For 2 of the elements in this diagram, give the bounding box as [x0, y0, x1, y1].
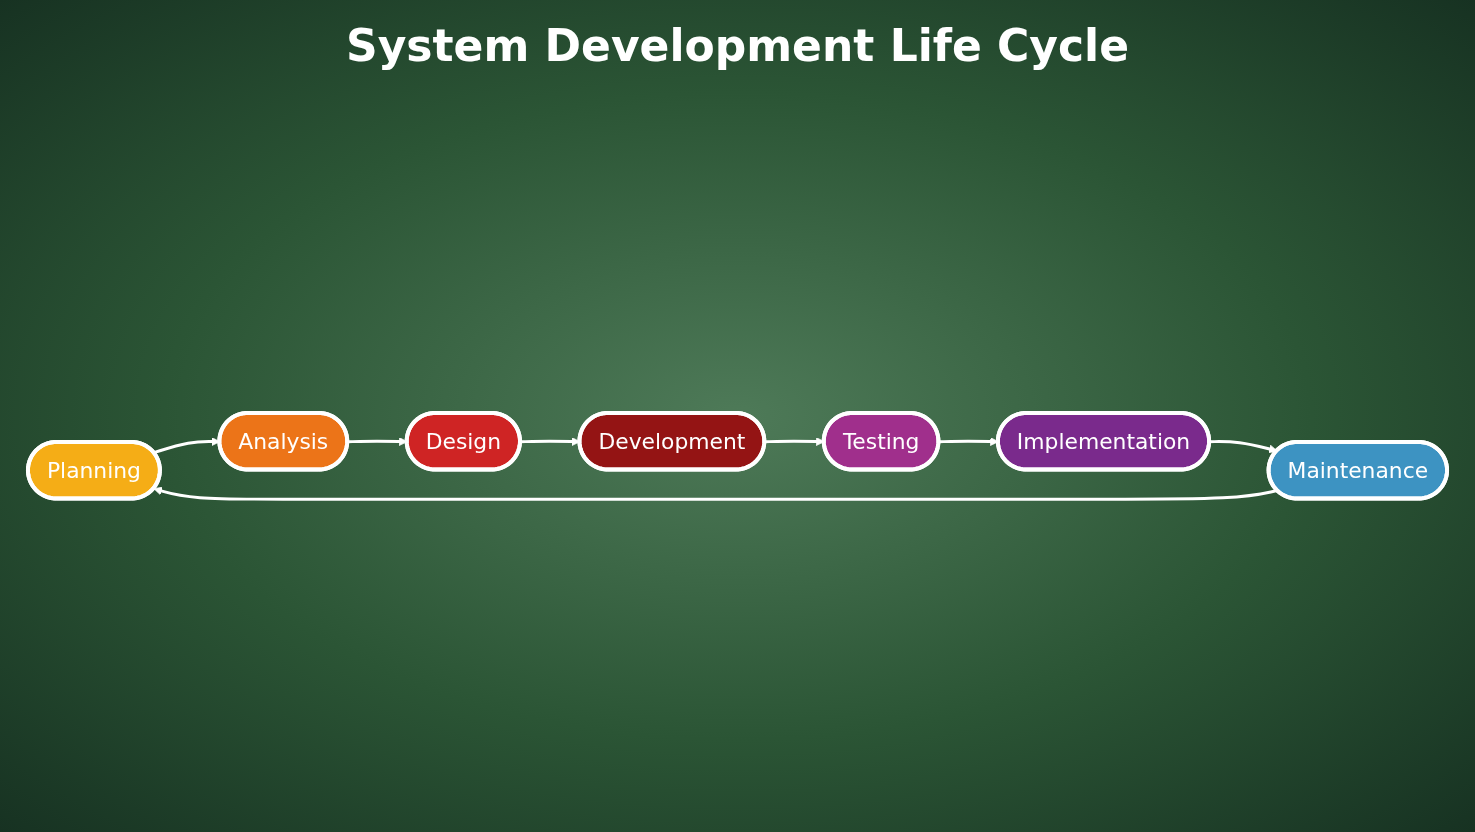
arrow [153, 486, 1278, 501]
diagram-title: System Development Life Cycle [344, 20, 1131, 71]
